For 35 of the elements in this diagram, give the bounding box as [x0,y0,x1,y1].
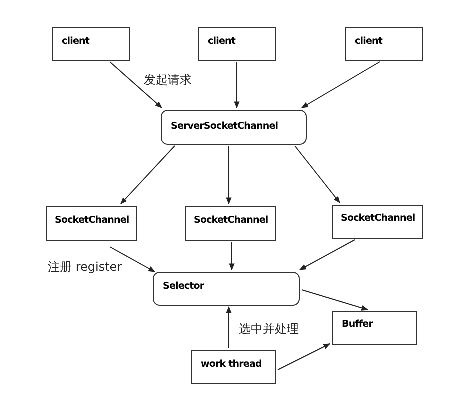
process-box [191,350,276,384]
rounded-box [153,272,300,306]
node-label: client [355,36,382,47]
arrow [278,344,331,370]
arrow [110,246,156,272]
node-label: Selector [163,281,204,292]
process-box [345,27,423,61]
edge-label: 发起请求 [143,72,193,89]
process-box [52,27,130,61]
node-label: SocketChannel [341,213,416,224]
arrow [301,62,380,108]
node-label: client [62,36,90,47]
node-label: Buffer [342,319,373,330]
node-label: work thread [201,359,262,370]
edge-label: 选中并处理 [238,321,300,338]
process-box [198,27,276,61]
arrow [294,146,340,204]
process-box [46,206,137,241]
rounded-box [161,110,307,145]
arrow [120,146,176,204]
node-label: ServerSocketChannel [171,121,278,132]
edge-label: 注册 register [47,259,124,276]
process-box [185,206,276,241]
arrow [299,240,356,270]
arrow [226,306,232,348]
node-label: client [208,36,236,47]
arrow [234,62,240,109]
node-label: SocketChannel [194,215,268,226]
process-box [332,205,423,239]
process-box [332,311,417,345]
arrow [110,62,163,108]
arrow [226,146,232,205]
node-label: SocketChannel [55,215,130,226]
arrow [302,290,369,311]
arrow [229,242,235,271]
